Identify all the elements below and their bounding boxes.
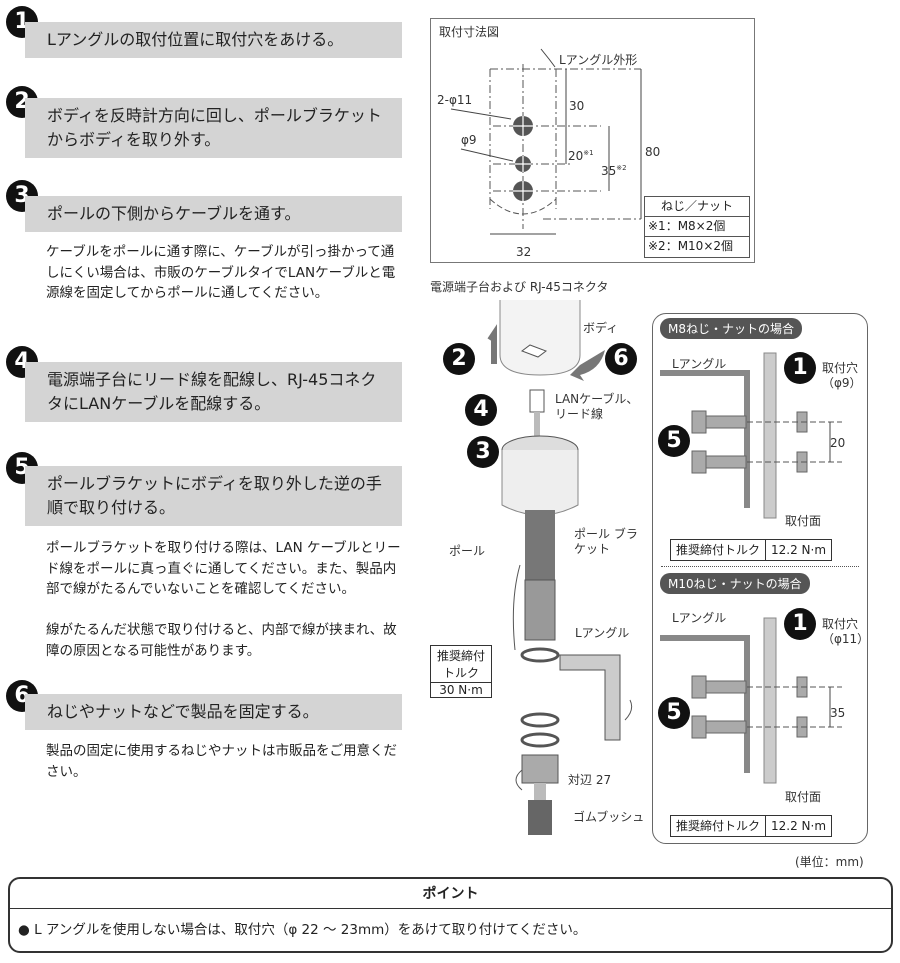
- screw-table-row: ※2：M10×2個: [648, 239, 734, 253]
- cable-label: LANケーブル、 リード線: [555, 392, 639, 421]
- dim-35-note: ※2: [616, 164, 627, 172]
- dim-30: 30: [569, 99, 585, 113]
- panel-m8-l-angle: Lアングル: [672, 357, 727, 371]
- torque-label: 推奨締付トルク: [676, 819, 761, 833]
- panel-m8-hole: 取付穴 （φ9）: [822, 361, 862, 390]
- panel-m8-surface: 取付面: [785, 514, 822, 528]
- dim-20: 20※1: [568, 146, 594, 164]
- grommet-label: ゴムブッシュ: [573, 810, 645, 824]
- panel-m8-spacing: 20: [830, 436, 846, 450]
- panel-divider: [661, 566, 859, 567]
- step-badge: 1: [784, 608, 816, 640]
- step-badge: 3: [467, 436, 499, 468]
- panel-m10-surface: 取付面: [785, 790, 822, 804]
- torque-box: 推奨締付 トルク 30 N·m: [430, 645, 492, 698]
- step-badge: 4: [465, 394, 497, 426]
- body-label: ボディ: [583, 321, 619, 335]
- assembly-drawing: [430, 300, 633, 835]
- step-2-title: ボディを反時計方向に回し、ポールブラケットからボディを取り外す。: [25, 98, 402, 158]
- terminal-label: 電源端子台および RJ-45コネクタ: [430, 280, 609, 294]
- figure-title: 取付寸法図: [439, 25, 500, 39]
- point-text: ● L アングルを使用しない場合は、取付穴（φ 22 ～ 23mm）をあけて取り…: [18, 922, 587, 938]
- step-4-title: 電源端子台にリード線を配線し、RJ-45コネクタにLANケーブルを配線する。: [25, 362, 402, 422]
- panel-drawings: [652, 352, 868, 844]
- screw-table-row: ※1：M8×2個: [645, 217, 749, 237]
- across-flats-label: 対辺 27: [568, 773, 612, 787]
- point-box: ポイント ● L アングルを使用しない場合は、取付穴（φ 22 ～ 23mm）を…: [8, 877, 893, 953]
- panel-m10-l-angle: Lアングル: [672, 611, 727, 625]
- dim-80: 80: [645, 145, 661, 159]
- step-3-title: ポールの下側からケーブルを通す。: [25, 196, 402, 232]
- step-5-note: ポールブラケットを取り付ける際は、LAN ケーブルとリード線をポールに真っ直ぐに…: [46, 540, 401, 597]
- torque-label: 推奨締付トルク: [676, 543, 761, 557]
- panel-m8-title: M8ねじ・ナットの場合: [660, 318, 802, 339]
- panel-m10-torque: 推奨締付トルク 12.2 N·m: [670, 815, 833, 837]
- step-6-note: 製品の固定に使用するねじやナットは市販品をご用意ください。: [46, 743, 397, 780]
- dimension-figure: 取付寸法図 Lアングル外形 2-φ11 φ9 30 20※1 35※2 80 3…: [430, 18, 755, 263]
- point-title: ポイント: [10, 879, 891, 909]
- panel-m10-spacing: 35: [830, 706, 846, 720]
- panel-m10-title: M10ねじ・ナットの場合: [660, 573, 810, 594]
- step-badge: 5: [658, 425, 690, 457]
- unit-label: (単位：mm): [795, 855, 864, 869]
- dim-20-value: 20: [568, 149, 584, 163]
- screw-table-header: ねじ／ナット: [645, 197, 749, 217]
- torque-value: 12.2 N·m: [765, 816, 831, 836]
- screw-panels: [652, 313, 868, 844]
- step-1-title: Lアングルの取付位置に取付穴をあける。: [25, 22, 402, 58]
- hole-label-9: φ9: [461, 133, 477, 147]
- step-badge: 2: [443, 343, 475, 375]
- dim-35-value: 35: [601, 164, 617, 178]
- bracket-label: ポール ブラケット: [574, 527, 638, 556]
- torque-value: 30 N·m: [439, 683, 483, 697]
- step-badge: 1: [784, 352, 816, 384]
- step-6-title: ねじやナットなどで製品を固定する。: [25, 694, 402, 730]
- pole-label: ポール: [449, 544, 486, 558]
- outline-label: Lアングル外形: [559, 53, 638, 67]
- screw-table: ねじ／ナット ※1：M8×2個 ※2：M10×2個: [644, 196, 750, 258]
- step-5-warning: 線がたるんだ状態で取り付けると、内部で線が挟まれ、故障の原因となる可能性がありま…: [46, 622, 397, 659]
- step-badge: 5: [658, 697, 690, 729]
- dimension-drawing: [450, 48, 642, 235]
- panel-m8-torque: 推奨締付トルク 12.2 N·m: [670, 539, 833, 561]
- hole-label-11: 2-φ11: [437, 93, 473, 107]
- panel-m10-hole: 取付穴 （φ11）: [822, 617, 870, 646]
- torque-label: 推奨締付 トルク: [431, 646, 491, 683]
- l-angle-label: Lアングル: [575, 626, 630, 640]
- torque-value: 12.2 N·m: [765, 540, 831, 560]
- dim-35: 35※2: [601, 161, 627, 179]
- dim-20-note: ※1: [583, 149, 594, 157]
- step-5-title: ポールブラケットにボディを取り外した逆の手順で取り付ける。: [25, 466, 402, 526]
- step-3-note: ケーブルをポールに通す際に、ケーブルが引っ掛かって通しにくい場合は、市販のケーブ…: [46, 244, 396, 301]
- dim-32: 32: [516, 245, 532, 259]
- step-badge: 6: [605, 343, 637, 375]
